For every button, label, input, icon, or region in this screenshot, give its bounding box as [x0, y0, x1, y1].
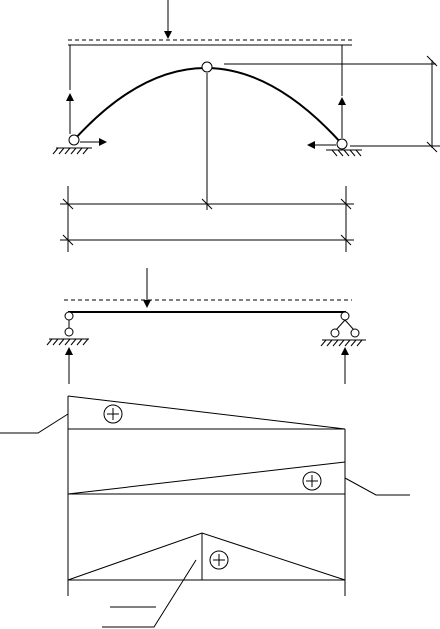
upper-plus-icon	[103, 404, 123, 424]
middle-diagram-leader	[344, 477, 410, 496]
force-diagrams	[0, 395, 410, 628]
rise-tick-top	[426, 55, 438, 67]
rise-tick-bottom	[426, 141, 438, 153]
lower-plus-icon	[209, 550, 229, 570]
right-roller-top-icon	[340, 311, 350, 321]
lower-diagram-leader	[102, 559, 197, 628]
left-pin-bottom-icon	[64, 327, 74, 337]
right-roller-right-icon	[350, 328, 360, 338]
left-hinge-icon	[68, 134, 80, 146]
arch-curve	[73, 67, 343, 145]
upper-diagram-leader	[0, 413, 69, 434]
arch-figure	[52, 0, 440, 210]
beam-figure	[46, 268, 366, 384]
upper-diagram-slope	[67, 395, 346, 430]
crown-hinge-icon	[201, 61, 213, 73]
left-pin-top-icon	[64, 311, 74, 321]
lower-diagram-triangle	[67, 532, 346, 581]
right-beam-support-hatch	[320, 339, 366, 347]
left-beam-support-hatch	[46, 338, 89, 346]
right-hinge-icon	[336, 138, 348, 150]
left-support-hatch	[52, 147, 92, 155]
span-dimensions	[60, 186, 354, 252]
right-roller-left-icon	[330, 328, 340, 338]
middle-plus-icon	[302, 471, 322, 491]
right-support-hatch	[326, 149, 362, 157]
middle-diagram-slope	[67, 461, 346, 495]
